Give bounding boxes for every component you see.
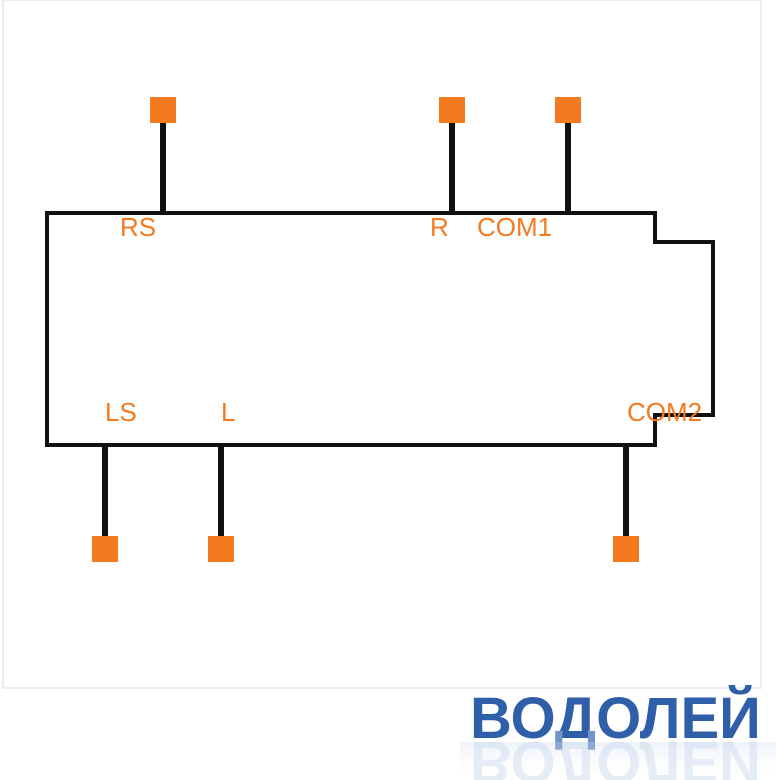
pin-com1-terminal[interactable] <box>555 97 581 123</box>
logo-wordmark: ВОДОЛЕЙ <box>470 686 761 751</box>
pin-com2-label: COM2 <box>627 397 702 427</box>
component-body <box>45 211 715 447</box>
pin-ls-terminal[interactable] <box>92 536 118 562</box>
pin-ls-label: LS <box>105 397 137 427</box>
panel-border <box>2 0 762 689</box>
pin-r-terminal[interactable] <box>439 97 465 123</box>
pin-com1-label: COM1 <box>477 212 552 242</box>
pin-l-label: L <box>221 397 235 427</box>
pin-com2-terminal[interactable] <box>613 536 639 562</box>
pin-rs-terminal[interactable] <box>150 97 176 123</box>
pin-rs-label: RS <box>120 212 156 242</box>
pin-l-terminal[interactable] <box>208 536 234 562</box>
logo-reflection-fade <box>460 742 776 780</box>
pin-r-label: R <box>430 212 449 242</box>
